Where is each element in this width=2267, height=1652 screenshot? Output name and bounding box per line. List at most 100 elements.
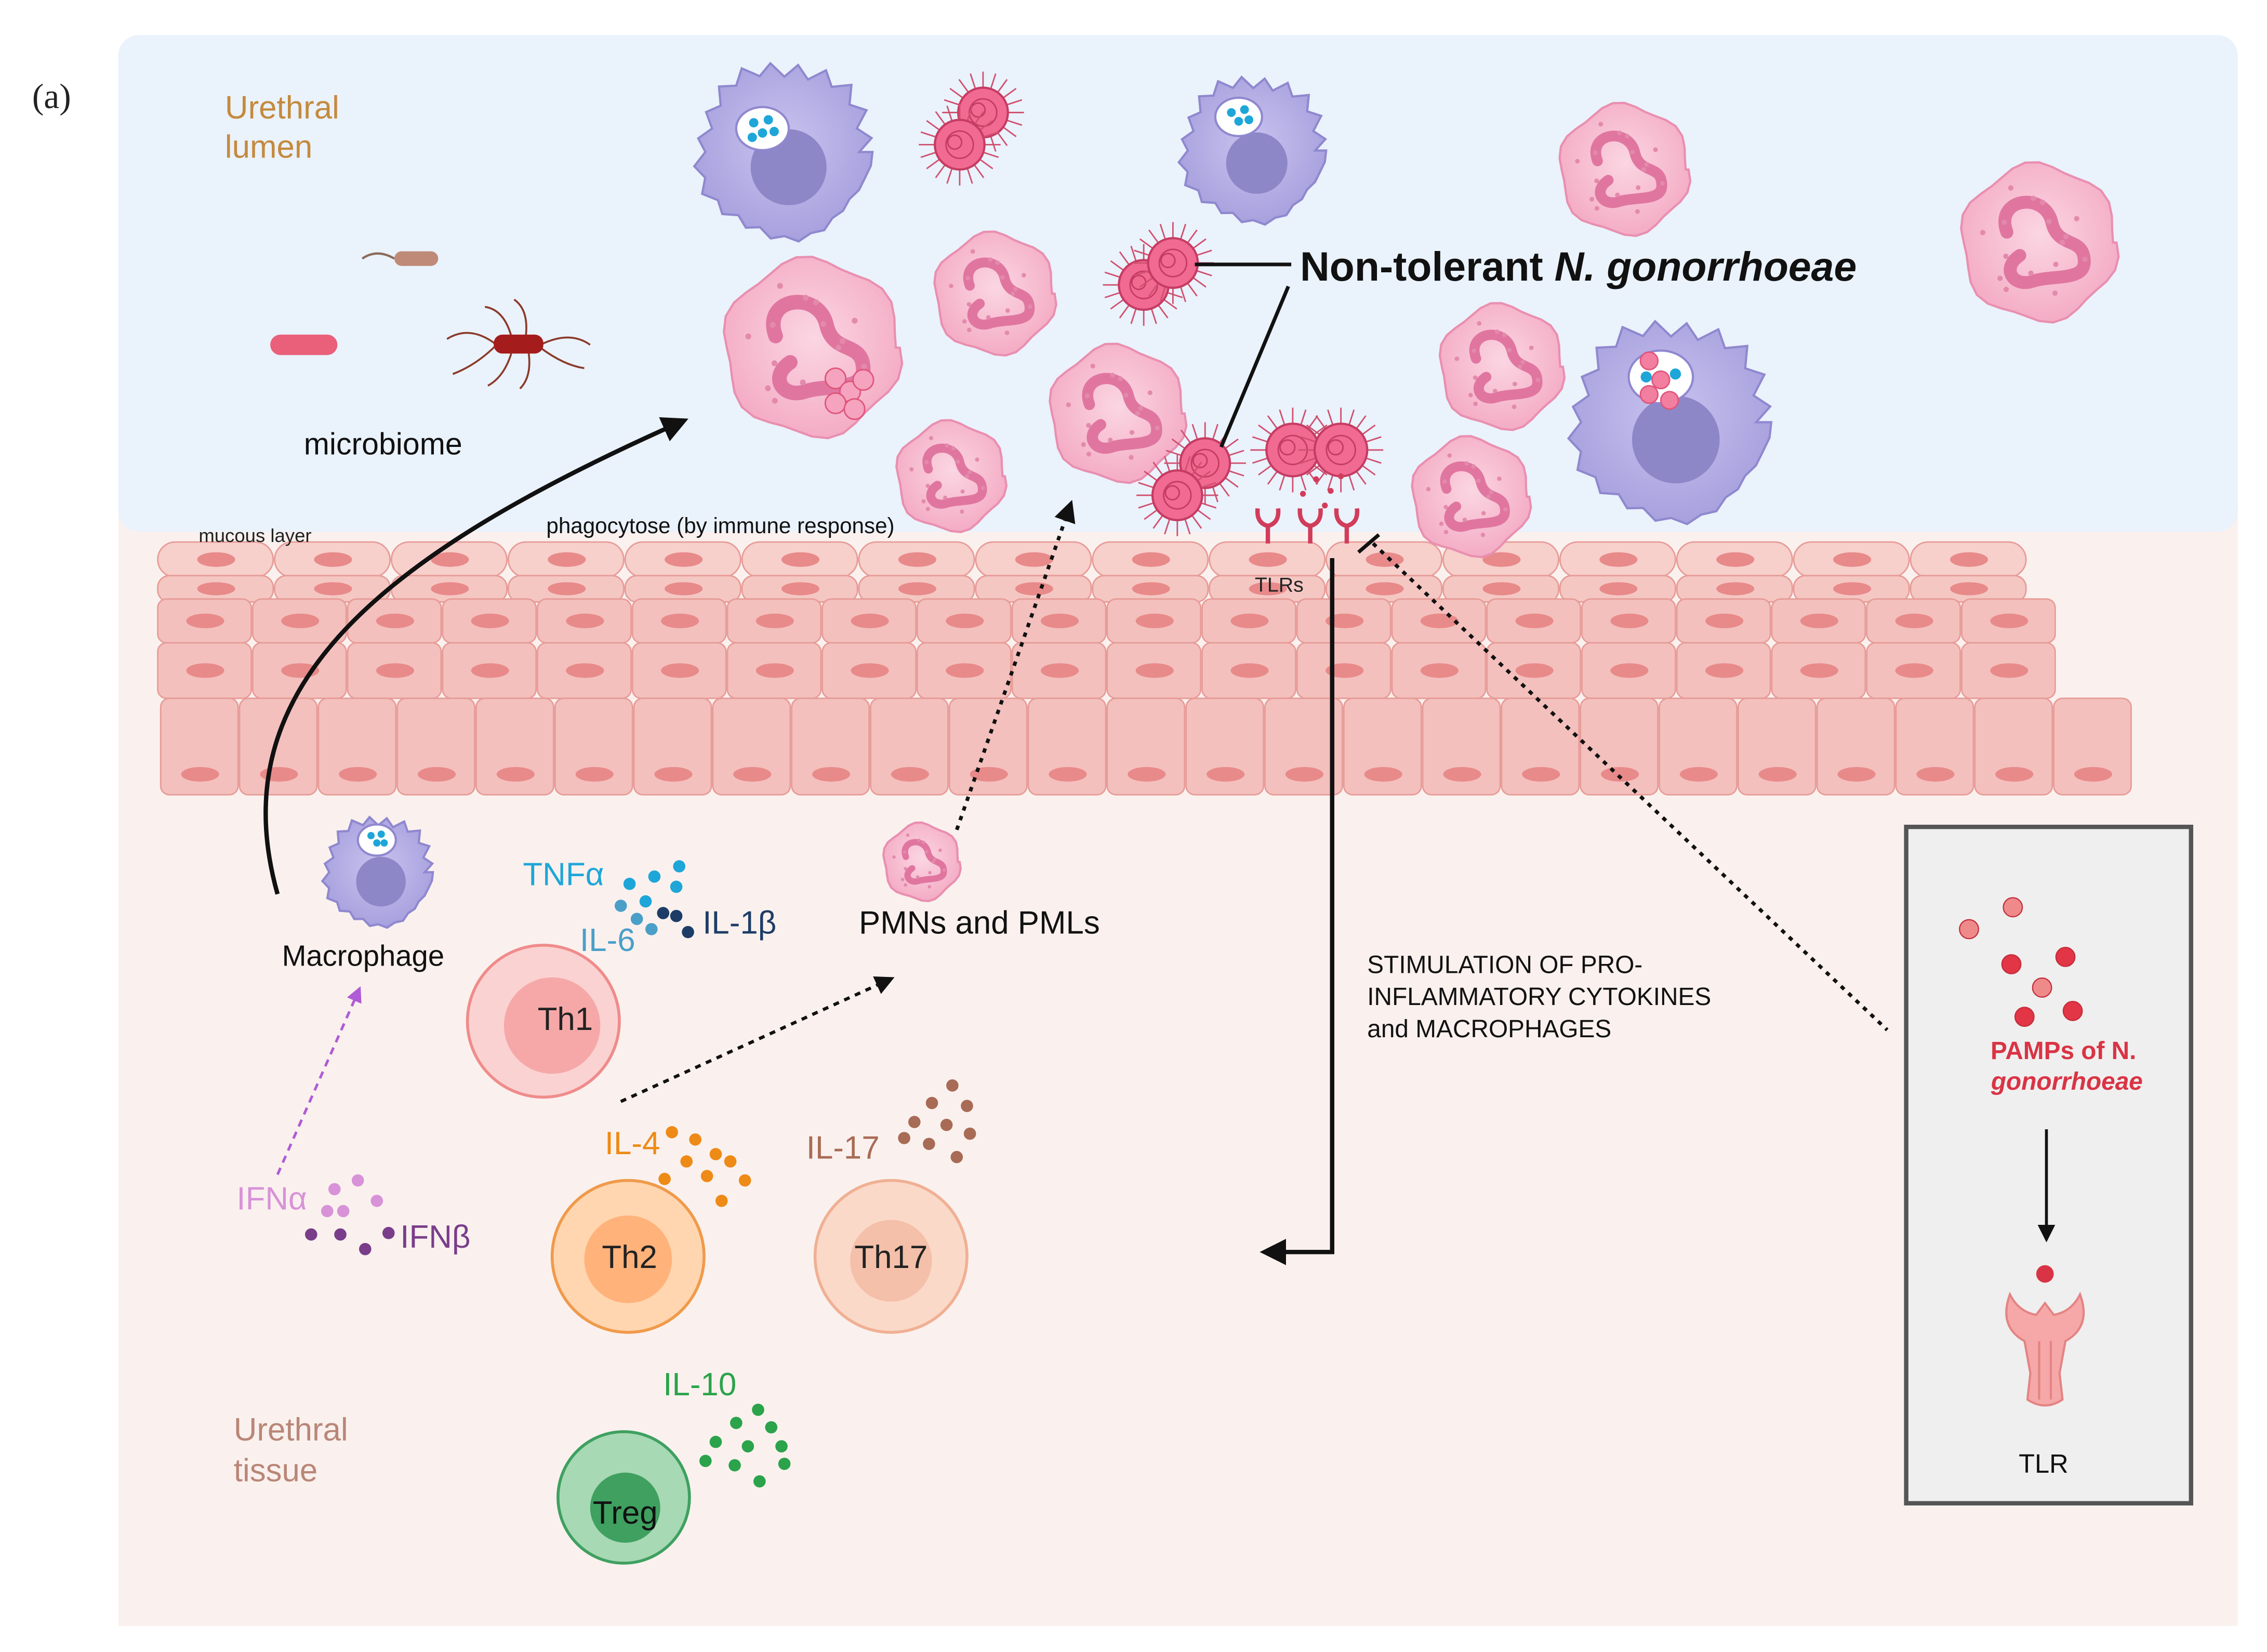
epithelial-nucleus [1601,766,1639,782]
epithelial-nucleus [431,552,469,567]
cytokine-dot [645,923,658,935]
epithelial-nucleus [1990,663,2029,678]
lumen-label-line1: Urethral [225,90,339,126]
cytokine-dot [670,880,683,893]
engulfed-bacterium [824,367,847,390]
epithelial-nucleus [1610,663,1649,678]
cytokine-dot [337,1205,350,1218]
epithelial-cell [870,697,949,796]
epithelial-nucleus [1705,613,1744,628]
stimulation-line3: and MACROPHAGES [1367,1015,1611,1043]
neutrophil [1411,435,1532,559]
epithelial-cell [475,697,554,796]
epithelial-nucleus [1758,766,1797,782]
epithelial-cell [1737,697,1817,796]
pamp-particle [1328,488,1334,494]
epithelial-cell [1185,697,1265,796]
cytokine-dot [715,1195,728,1207]
epithelial-nucleus [1132,552,1170,567]
epithelial-nucleus [781,552,820,567]
epithelial-nucleus [665,552,703,567]
treg-label: Treg [593,1495,658,1531]
epithelial-nucleus [548,582,586,596]
epithelial-cell [712,697,791,796]
epithelial-nucleus [1610,613,1649,628]
cytokine-dot [728,1459,741,1472]
neutrophil [1049,342,1188,484]
epithelial-nucleus [1040,663,1079,678]
cytokine-dot [741,1440,754,1452]
cytokine-dot [382,1226,395,1239]
cytokine-dot [630,913,643,926]
pamp-particle [1313,476,1319,482]
mucous-layer-label: mucous layer [198,525,311,546]
lumen-label: Urethral lumen [225,90,348,165]
cytokine-dot [775,1440,788,1452]
epithelial-nucleus [186,613,224,628]
pamp-dot [2001,954,2022,974]
epithelial-nucleus [1015,552,1053,567]
tlr-receptor [1297,508,1323,544]
pamp-particle [1300,491,1306,497]
cytokine-dot [614,900,627,912]
il6-label: IL-6 [580,922,635,958]
gonococcus [1151,469,1203,521]
epithelial-nucleus [181,766,219,782]
epithelial-nucleus [197,552,235,567]
tlr-receptor [1255,508,1281,544]
pamp-dot [2032,977,2052,998]
pamp-dot [2062,1001,2083,1021]
cytokine-dot [699,1455,712,1468]
pamp-dot [1959,919,1979,940]
neutrophil [1438,302,1566,431]
il10-label: IL-10 [663,1367,736,1403]
th17-cell: Th17 [813,1179,969,1334]
neutrophil [895,419,1008,534]
epithelial-cell [1659,697,1738,796]
cytokine-dot [673,860,686,873]
epithelial-nucleus [471,613,509,628]
epithelial-nucleus [1132,582,1170,596]
epithelial-nucleus [946,613,984,628]
epithelial-nucleus [1135,663,1174,678]
bound-pamp [2036,1265,2054,1283]
epithelial-cell [1106,697,1186,796]
cytokine-dot [765,1421,778,1434]
epithelial-nucleus [1522,766,1560,782]
epithelial-nucleus [1128,766,1166,782]
epithelial-cell [317,697,397,796]
epithelial-nucleus [665,582,703,596]
epithelial-nucleus [1895,663,1933,678]
engulfed-bacterium [852,368,874,391]
stimulation-line1: STIMULATION OF PRO- [1367,951,1642,979]
neutrophil [882,821,962,903]
tlr-label: TLR [2019,1449,2069,1478]
epithelial-nucleus [1833,552,1872,567]
lumen-cells [693,61,2120,903]
rod-bacterium-brown [361,251,439,266]
diplococci [919,71,1384,536]
neutrophil [933,230,1057,357]
pamp-dot [2003,897,2023,918]
epithelial-nucleus [1230,663,1269,678]
epithelial-nucleus [281,613,320,628]
pamp-inset: PAMPs of N. gonorrhoeae TLR [1904,825,2194,1506]
cytokine-dot [666,1126,678,1139]
non-tolerant-prefix: Non-tolerant [1300,244,1555,289]
epithelial-nucleus [1325,613,1364,628]
cytokine-dot [724,1155,737,1168]
surface-tlrs [1255,473,1360,544]
epithelial-cell [1816,697,1895,796]
neutrophil [1960,161,2120,324]
epithelial-nucleus [1443,766,1481,782]
epithelial-nucleus [654,766,693,782]
th1-label: Th1 [538,1001,593,1037]
cytokine-dot [623,878,636,890]
epithelial-nucleus [197,582,235,596]
epithelial-nucleus [1515,613,1554,628]
epithelial-nucleus [1325,663,1364,678]
tissue-cells [321,815,434,929]
epithelial-nucleus [1990,613,2029,628]
gonococcus [1313,422,1369,478]
